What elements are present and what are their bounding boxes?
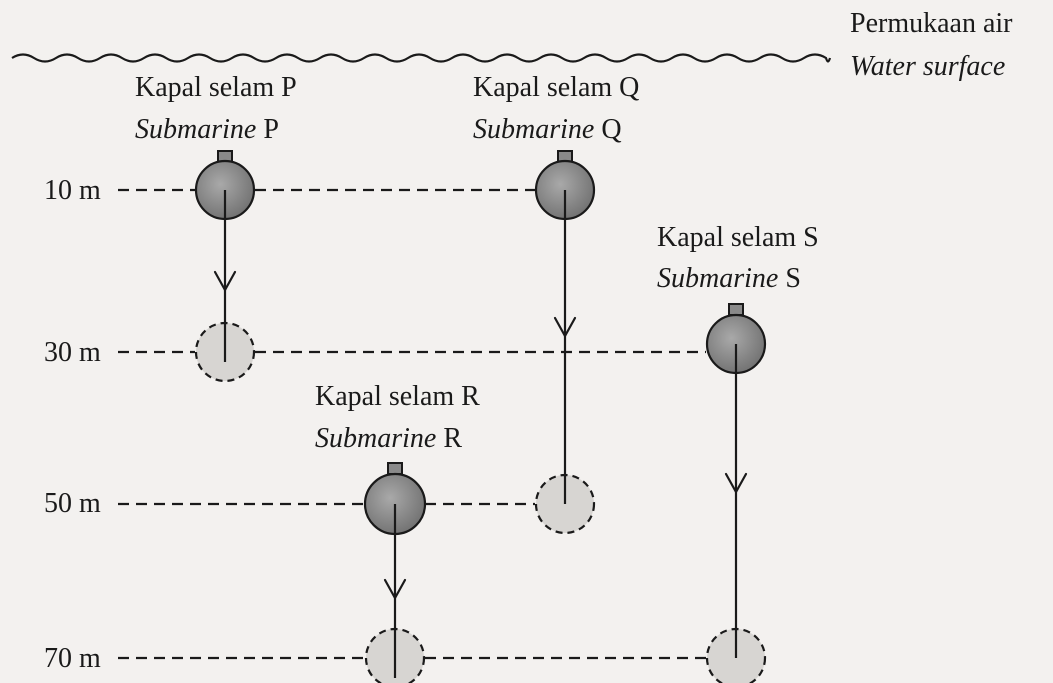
- submarine-p-label-ms: Kapal selam P: [135, 72, 297, 103]
- submarine-p-arrow-icon: [213, 270, 237, 292]
- submarine-s-label-ms: Kapal selam S: [657, 222, 819, 253]
- submarine-r: [363, 462, 427, 683]
- submarine-p: [194, 150, 256, 383]
- submarine-r-tower: [387, 462, 403, 475]
- submarine-q-label-en: Submarine Q: [473, 114, 622, 145]
- depth-label-30: 30 m: [44, 337, 101, 368]
- submarine-s-label-en: Submarine S: [657, 263, 801, 294]
- submarine-s: [705, 303, 767, 683]
- surface-label-en: Water surface: [850, 51, 1005, 82]
- submarine-r-arrow-icon: [383, 578, 407, 600]
- submarine-s-tower: [728, 303, 744, 316]
- submarine-q-label-ms: Kapal selam Q: [473, 72, 639, 103]
- submarine-r-label-en: Submarine R: [315, 423, 462, 454]
- water-surface-line: [11, 53, 832, 63]
- submarine-p-label: Kapal selam P Submarine P: [135, 72, 297, 145]
- submarine-q-label: Kapal selam Q Submarine Q: [473, 72, 639, 145]
- submarine-q: [534, 150, 596, 535]
- depth-label-50: 50 m: [44, 488, 101, 519]
- submarine-r-label-ms: Kapal selam R: [315, 381, 480, 412]
- submarine-r-label: Kapal selam R Submarine R: [315, 381, 480, 454]
- depth-label-70: 70 m: [44, 643, 101, 674]
- depth-label-10: 10 m: [44, 175, 101, 206]
- submarine-s-arrow-icon: [724, 472, 748, 494]
- submarine-p-label-en: Submarine P: [135, 114, 279, 145]
- surface-label-ms: Permukaan air: [850, 8, 1013, 39]
- submarine-s-label: Kapal selam S Submarine S: [657, 222, 819, 294]
- submarine-q-arrow-icon: [553, 316, 577, 338]
